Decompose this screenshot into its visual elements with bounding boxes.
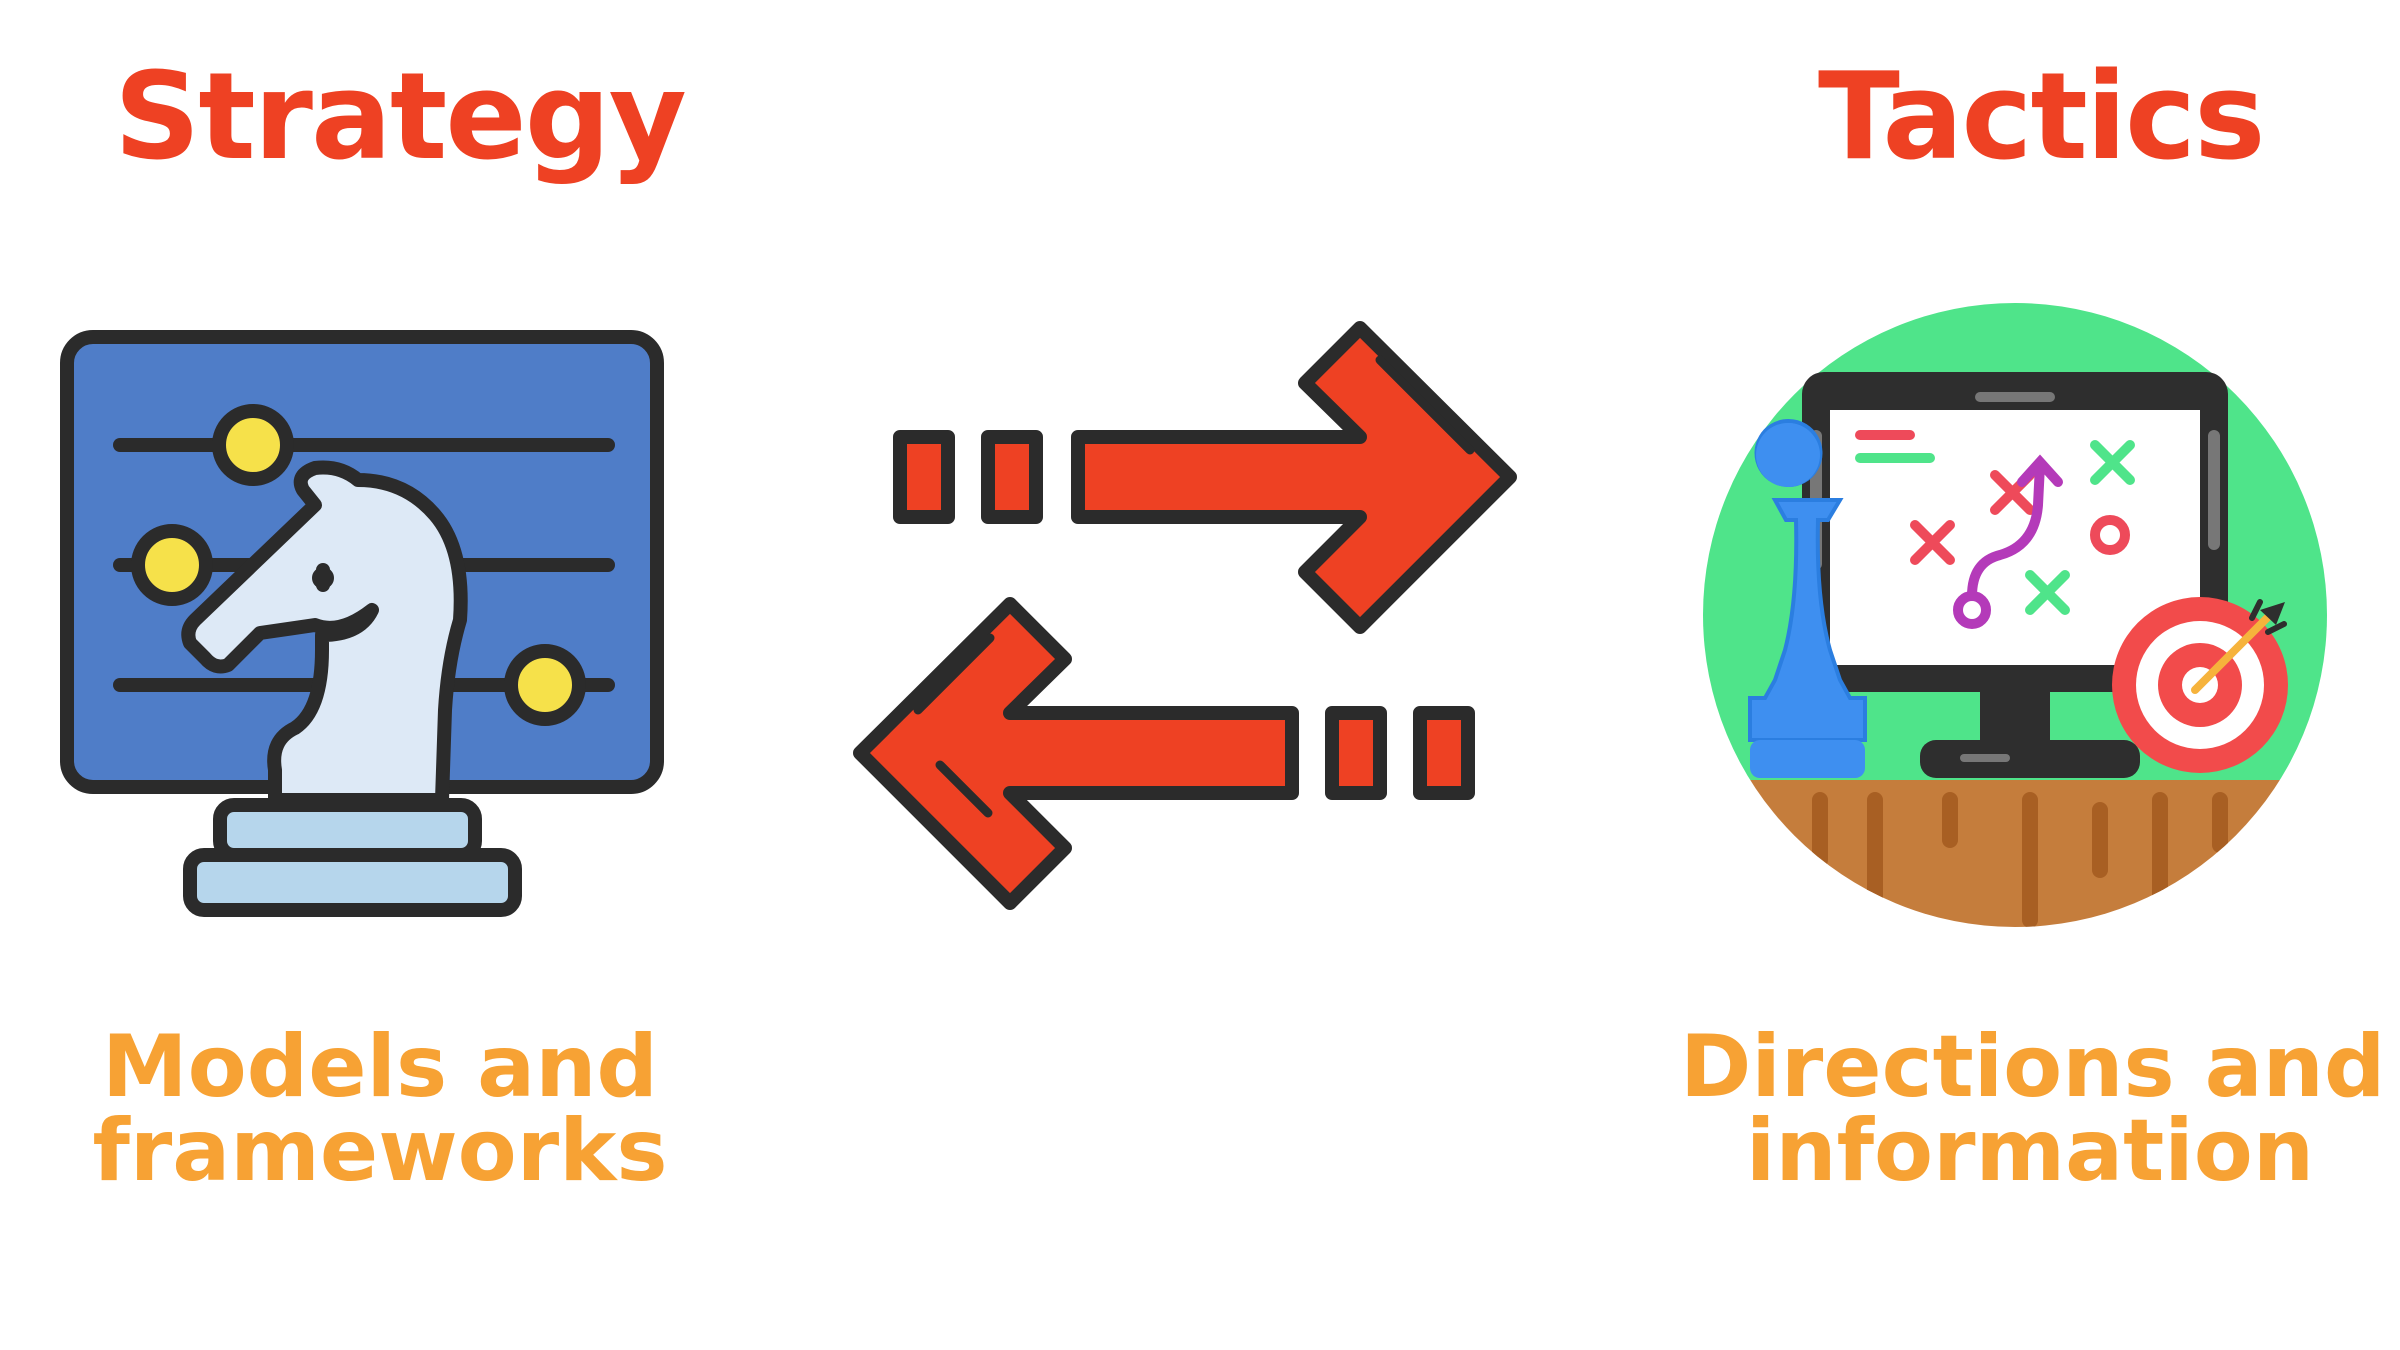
- o-mark-red: [2090, 515, 2130, 555]
- strategy-caption: Models and frameworks: [40, 1017, 720, 1201]
- strategy-caption-line-1: Models and: [102, 1017, 658, 1117]
- keyboard: [1920, 740, 2140, 778]
- slider-knob-1: [212, 404, 294, 486]
- slider-knob-2: [131, 524, 213, 606]
- target-icon: [2112, 597, 2288, 773]
- arrow-right: [1071, 321, 1517, 634]
- tactics-caption-line-2: information: [1745, 1101, 2315, 1201]
- monitor-stand: [1980, 692, 2050, 742]
- tactics-monitor-target-icon: [1703, 303, 2327, 927]
- slider-knob-3: [504, 644, 586, 726]
- exchange-arrows-icon: [853, 321, 1517, 910]
- strategy-caption-line-2: frameworks: [92, 1101, 668, 1201]
- strategy-title: Strategy: [114, 48, 687, 187]
- tactics-caption: Directions and information: [1680, 1017, 2386, 1201]
- tactics-caption-line-1: Directions and: [1680, 1017, 2386, 1117]
- knight-base-bottom: [183, 848, 522, 917]
- arrow-left: [853, 597, 1299, 910]
- x-mark-green-2: [2025, 570, 2070, 615]
- play-path: [1967, 454, 2063, 601]
- wood-desk: [1703, 780, 2327, 927]
- dash-left-1: [1325, 706, 1387, 800]
- dash-right-2: [981, 430, 1043, 524]
- chess-knight-monitor-icon: [60, 330, 664, 917]
- x-mark-green-1: [2090, 440, 2135, 485]
- knight-base-top: [213, 798, 482, 862]
- knight-piece: [181, 460, 468, 807]
- x-mark-red-1: [1910, 520, 1955, 565]
- dash-right-1: [893, 430, 955, 524]
- tactics-title: Tactics: [1818, 48, 2266, 187]
- dash-left-2: [1413, 706, 1475, 800]
